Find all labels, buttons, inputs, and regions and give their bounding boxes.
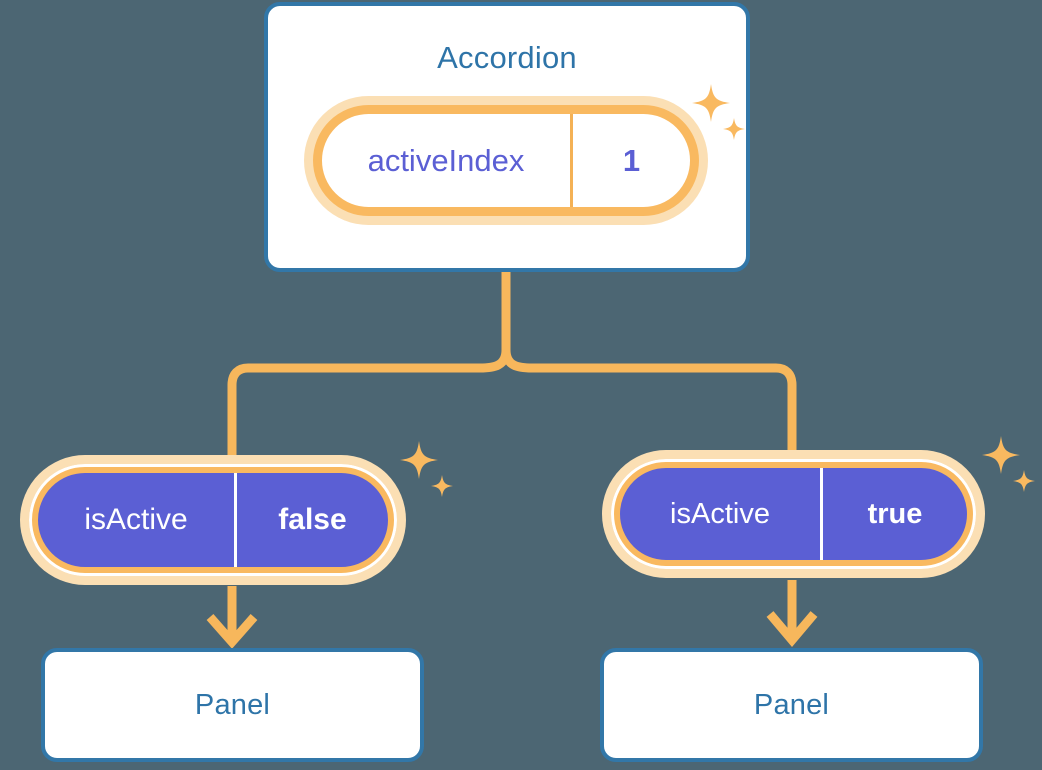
- state-pill-activeindex-key: activeIndex: [367, 142, 525, 178]
- state-pill-isactive-true-key: isActive: [670, 497, 770, 530]
- state-pill-isactive-false-key: isActive: [84, 503, 188, 536]
- panel-card-title-left: Panel: [194, 688, 271, 721]
- sparkle-group-right-pill: [980, 436, 1040, 506]
- state-pill-isactive-false-value: false: [234, 473, 388, 567]
- sparkle-group-left-pill: [398, 441, 458, 511]
- panel-component-card-right[interactable]: Panel: [600, 648, 983, 762]
- state-pill-isactive-false[interactable]: isActive false: [29, 464, 397, 576]
- state-pill-activeindex-value: 1: [570, 114, 690, 207]
- accordion-card-title: Accordion: [437, 40, 577, 75]
- sparkle-icon: [431, 475, 453, 497]
- state-pill-activeindex[interactable]: activeIndex 1: [313, 105, 699, 216]
- state-pill-isactive-true[interactable]: isActive true: [611, 459, 976, 569]
- arrow-down-icon-right: [766, 580, 818, 647]
- panel-card-title-right: Panel: [753, 688, 830, 721]
- sparkle-icon: [400, 441, 438, 479]
- sparkle-icon: [1013, 470, 1035, 492]
- sparkle-icon: [982, 436, 1020, 474]
- connector-trunk-split: [227, 272, 797, 462]
- arrow-down-icon-left: [206, 586, 258, 649]
- state-pill-isactive-true-value: true: [820, 468, 967, 560]
- panel-component-card-left[interactable]: Panel: [41, 648, 424, 762]
